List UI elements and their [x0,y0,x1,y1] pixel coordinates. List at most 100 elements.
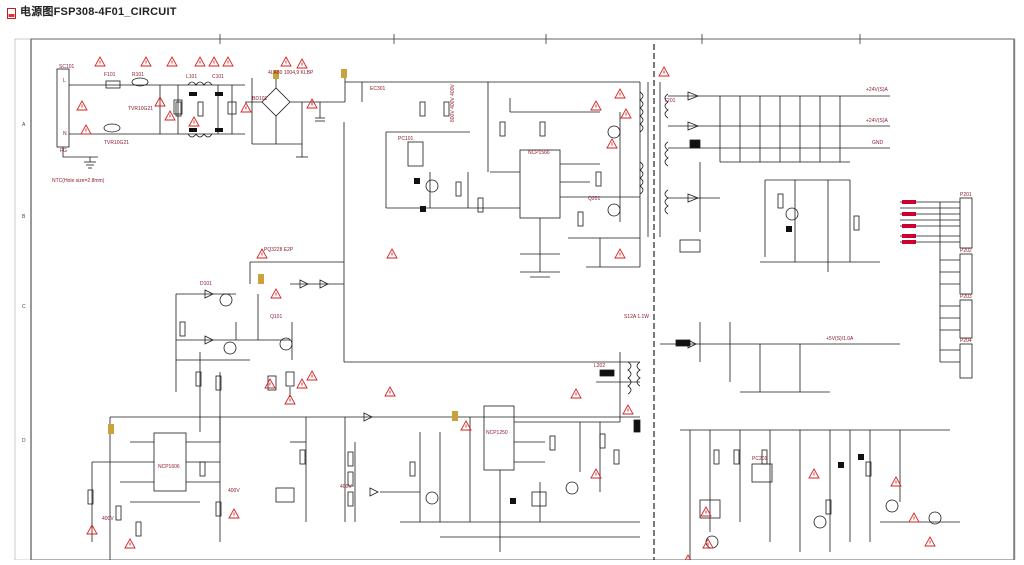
label-pin-n: N [63,131,67,137]
standby-section [175,122,640,442]
document-title-prefix: 电源图 [20,6,54,18]
warning-triangle-icon [306,370,318,381]
label-d101: D101 [200,281,212,287]
ic-ncp1250 [483,405,515,471]
highlight-components [108,178,864,504]
warning-triangle-icon [164,110,176,121]
warning-triangle-icon [306,98,318,109]
label-fuse: F101 [104,72,116,78]
warning-triangle-icon [590,468,602,479]
row-mark-a: A [22,122,26,128]
warning-triangle-icon [296,58,308,69]
label-tvr: TVR10G21 [128,106,153,112]
label-ncp1566: NCP1566 [528,150,550,156]
warning-triangle-icon [614,248,626,259]
connector-pins [902,200,916,244]
warning-triangle-icon [284,394,296,405]
label-bridge-part: 4LA80 1004,9 KLBP [268,70,314,76]
warning-triangle-icon [188,116,200,127]
output-5v-section [660,322,960,560]
main-converter-section [345,81,641,278]
warning-triangle-icon [166,56,178,67]
warning-triangle-icon [386,248,398,259]
label-r101: R101 [132,72,144,78]
warning-triangle-icon [194,56,206,67]
fuse-f101 [105,80,121,89]
warning-triangle-icon [124,538,136,549]
warning-triangle-icon [222,56,234,67]
label-voltage-4: 800V 400V 400V [450,84,456,122]
label-optocoupler-1: PC101 [398,136,414,142]
label-q101: Q101 [270,314,282,320]
ac-input-section [56,68,346,169]
document-title[interactable]: 电源图FSP308-4F01_CIRCUIT [20,3,177,19]
output-24v-section [668,91,890,272]
warning-triangle-icon [908,512,920,523]
label-thermistor-note: NTC(Hole size=2.8mm) [52,178,105,184]
schematic-diagram: A B C D [14,34,1016,565]
ic-ncp1606 [153,432,187,492]
label-ncp1606: NCP1606 [158,464,180,470]
label-connector-p202: P202 [960,248,972,254]
warning-triangle-icon [890,476,902,487]
label-gnd: GND [872,140,884,146]
label-l24v: S12A 1.1W [624,314,649,320]
warning-triangle-icon [94,56,106,67]
label-connector-p204: P204 [960,338,972,344]
pdf-document-icon[interactable] [7,6,16,19]
label-q201: Q201 [588,196,600,202]
top-grid-ticks [219,34,861,44]
warning-triangle-icon [240,102,252,113]
label-voltage-3: 400V [340,484,352,490]
label-ec301: EC301 [370,86,386,92]
warning-triangle-icon [606,138,618,149]
label-optocoupler-2: PC201 [752,456,768,462]
warning-triangle-icon [208,56,220,67]
label-voltage-2: 400V [228,488,240,494]
schematic-labels: SC101 L N FG F101 TVR10G21 TVR10G21 L101… [52,64,972,522]
warning-triangle-icon [270,288,282,299]
warning-triangle-icon [384,386,396,397]
warning-triangle-icon [658,66,670,77]
warning-triangle-icon [700,506,712,517]
transformer-t201 [639,82,669,237]
safety-warning-icons [76,56,936,565]
bridge-rectifier [261,87,291,117]
label-transformer: T201 [664,98,676,104]
optocoupler-pc101 [407,141,424,167]
warning-triangle-icon [620,108,632,119]
label-out-24v-a: +24V(S)A [866,87,888,93]
warning-triangle-icon [264,378,276,389]
label-connector-p201: P201 [960,192,972,198]
warning-triangle-icon [590,100,602,111]
passive-components [87,101,872,537]
label-l202: L202 [594,363,605,369]
label-out-24v-b: +24V(S)A [866,118,888,124]
warning-triangle-icon [622,404,634,415]
ic-ncp1566 [519,149,561,219]
warning-triangle-icon [80,124,92,135]
label-ncp1250: NCP1250 [486,430,508,436]
warning-triangle-icon [296,378,308,389]
warning-triangle-icon [614,88,626,99]
row-mark-d: D [22,438,26,444]
warning-triangle-icon [808,468,820,479]
warning-triangle-icon [86,524,98,535]
label-pin-fg: FG [60,148,67,154]
label-connector-p203: P203 [960,294,972,300]
label-connector-id: SC101 [59,64,75,70]
label-l101: L101 [186,74,197,80]
row-marks: A B C D [22,122,26,444]
schematic-sheet: A B C D [0,22,1024,565]
warning-triangle-icon [702,538,714,549]
label-pin-l: L [63,78,66,84]
warning-triangle-icon [460,420,472,431]
warning-triangle-icon [280,56,292,67]
warning-triangle-icon [140,56,152,67]
warning-triangle-icon [228,508,240,519]
warning-triangle-icon [76,100,88,111]
ac-input-fills [189,69,347,132]
row-mark-c: C [22,304,26,310]
sheet-outer-border [14,38,1016,561]
label-pq3228: PQ3228 E2P [264,247,294,253]
